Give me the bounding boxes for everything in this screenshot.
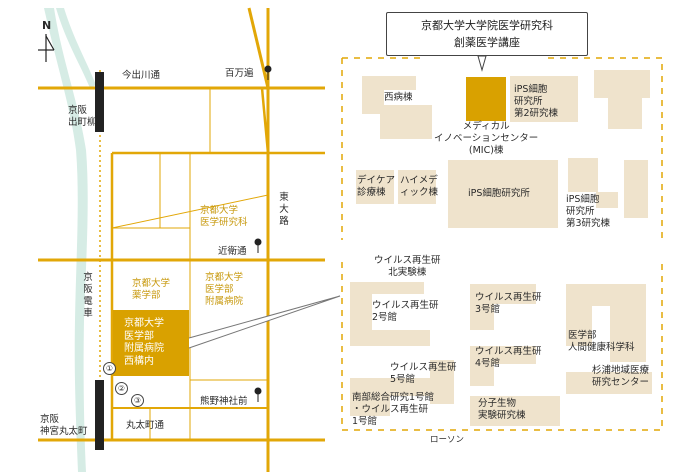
- kamo-river-branch: [56, 8, 96, 88]
- virus4-label: ウイルス再生研 4号館: [475, 346, 542, 369]
- virus-north-label: ウイルス再生研 北実験棟: [374, 255, 441, 278]
- callout-line1: 京都大学大学院医学研究科: [421, 19, 553, 32]
- north-arrow-icon: [38, 34, 55, 62]
- daycare-label: デイケア 診療棟: [357, 175, 396, 198]
- campus-boundary: [341, 57, 663, 431]
- virus5-label: ウイルス再生研 5号館: [390, 362, 457, 385]
- exit-1-badge: ①: [103, 362, 116, 375]
- hospital-west-block: [113, 310, 189, 376]
- hospital-west-label: 京都大学 医学部 附属病院 西構内: [124, 318, 164, 367]
- imadegawa-street-label: 今出川通: [122, 70, 161, 81]
- mic-building-highlight: [466, 77, 506, 121]
- virus2-label: ウイルス再生研 2号館: [372, 300, 439, 323]
- mol-bio-label: 分子生物 実験研究棟: [478, 398, 526, 421]
- ips2-label: iPS細胞 研究所 第2研究棟: [514, 84, 559, 119]
- pharm-label: 京都大学 薬学部: [132, 278, 171, 301]
- demachiyanagi-station-bar: [95, 72, 104, 132]
- jingu-marutamachi-label: 京阪 神宮丸太町: [40, 414, 88, 437]
- virus3-label: ウイルス再生研 3号館: [475, 292, 542, 315]
- himedic-label: ハイメデ ィック棟: [400, 175, 439, 198]
- hyakumanben-label: 百万遍: [225, 68, 254, 79]
- kamo-river: [44, 8, 88, 472]
- keihan-line-label: 京阪電車: [83, 272, 93, 319]
- buildings: [350, 70, 652, 426]
- sugiura-label: 杉浦地域医療 研究センター: [592, 365, 650, 388]
- kumano-shrine-label: 熊野神社前: [200, 396, 248, 407]
- jingu-marutamachi-station-bar: [95, 380, 104, 450]
- callout-box: 京都大学大学院医学研究科 創薬医学講座: [386, 12, 588, 56]
- callout-line2: 創薬医学講座: [454, 36, 520, 49]
- ips3-label: iPS細胞 研究所 第3研究棟: [566, 194, 611, 229]
- health-sciences-label: 医学部 人間健康科学科: [568, 330, 635, 353]
- konoe-street-label: 近衛通: [218, 246, 247, 257]
- higashioji-label: 東大路: [279, 192, 289, 227]
- hospital-label: 京都大学 医学部 附属病院: [205, 272, 244, 307]
- marutamachi-street-label: 丸太町通: [126, 420, 165, 431]
- exit-3-badge: ③: [131, 394, 144, 407]
- grad-med-label: 京都大学 医学研究科: [200, 205, 248, 228]
- lawson-label: ローソン: [430, 435, 465, 445]
- callout-tail: [477, 55, 487, 72]
- map-pins: [254, 65, 272, 402]
- demachiyanagi-label: 京阪 出町柳: [68, 105, 97, 128]
- west-ward-label: 西病棟: [384, 92, 413, 103]
- north-label: N: [42, 19, 52, 32]
- callout-pointer: [188, 295, 341, 349]
- left-roads: [38, 7, 325, 472]
- south-research-label: 南部総合研究1号館 ・ウイルス再生研 1号館: [352, 392, 435, 427]
- mic-label: メディカル イノベーションセンター (MIC)棟: [434, 121, 539, 156]
- ips-label: iPS細胞研究所: [468, 188, 530, 199]
- exit-2-badge: ②: [115, 382, 128, 395]
